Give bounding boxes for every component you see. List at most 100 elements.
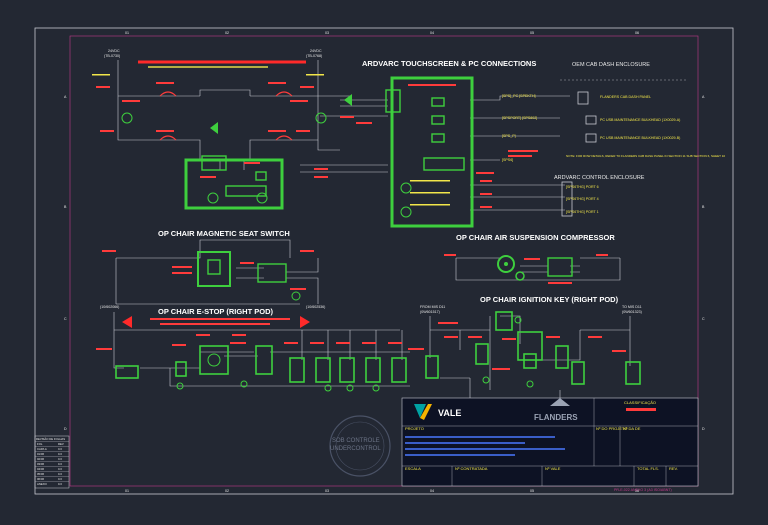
estop-supply-right: (10/602536) xyxy=(306,305,325,309)
sheet-outer-border xyxy=(34,27,734,495)
supply-left-top-ref: (TB-0730) xyxy=(104,54,120,58)
estop-supply-left: (10/602066) xyxy=(100,305,119,309)
touchscreen-components xyxy=(201,89,465,197)
watermark-line2: UNDERCONTROL xyxy=(330,446,381,452)
estop-switch-body xyxy=(199,345,229,375)
revision-sheet-cell: 03/06 xyxy=(37,462,44,466)
grid-column-labels: 01 02 03 04 05 06 01 02 03 04 05 06 xyxy=(125,31,639,493)
grid-col-2-bottom: 02 xyxy=(225,489,229,493)
grid-col-1-top: 01 xyxy=(125,31,129,35)
grid-row-a-left: A xyxy=(64,95,67,99)
grid-row-c-left: C xyxy=(64,317,67,321)
connector-block-2 xyxy=(431,97,445,107)
revision-sheet-cell: 06/06 xyxy=(37,477,44,481)
red-wire-tags-estop xyxy=(96,334,402,350)
estop-components xyxy=(115,345,407,383)
port-label-port5: [SPS6THG] PORT 6 xyxy=(566,185,599,189)
psu-fuse xyxy=(255,171,267,181)
title-oem-cab: OEM CAB DASH ENCLOSURE xyxy=(572,62,650,68)
title-touchscreen: ARDVARC TOUCHSCREEN & PC CONNECTIONS xyxy=(362,59,536,68)
grid-row-labels: A B C D A B C D xyxy=(64,95,705,431)
connector-block-3 xyxy=(431,115,445,125)
revision-rev-cell: 0.0 xyxy=(58,452,62,456)
estop-arrow-right xyxy=(300,316,310,328)
estop-terminal xyxy=(255,345,273,375)
title-ardvarc-control: ARDVARC CONTROL ENCLOSURE xyxy=(554,175,645,181)
grid-col-2-top: 02 xyxy=(225,31,229,35)
wires-touchscreen xyxy=(117,60,570,211)
grid-col-5-bottom: 05 xyxy=(530,489,534,493)
ignition-from-main: FROM MIS D11 xyxy=(420,305,445,309)
grid-col-3-top: 03 xyxy=(325,31,329,35)
compressor-shaft xyxy=(504,262,508,266)
wires-seat-switch xyxy=(115,239,319,305)
vale-logo-icon xyxy=(414,404,426,418)
estop-warning-text xyxy=(150,318,290,325)
red-wire-tags-seat xyxy=(102,250,314,290)
grid-row-b-left: B xyxy=(64,205,67,209)
green-arrows-top xyxy=(210,94,352,134)
compressor-valve xyxy=(515,271,525,281)
ardvarc-pc-enclosure xyxy=(390,76,474,228)
ignition-connector xyxy=(495,311,513,331)
port-label-port1: [SPS6THG] PORT 1 xyxy=(566,210,599,214)
estop-relay-6 xyxy=(365,357,381,383)
ignition-key-switch xyxy=(517,331,543,361)
grid-row-d-right: D xyxy=(702,427,705,431)
watermark-seal xyxy=(329,415,391,477)
compressor-connector xyxy=(547,257,573,277)
estop-relay-1 xyxy=(115,365,139,379)
oem-cab-connector xyxy=(577,91,589,105)
grid-col-4-top: 04 xyxy=(430,31,434,35)
red-wire-tags-air xyxy=(444,254,608,284)
ignition-to-main: TO MIS D11 xyxy=(622,305,642,309)
watermark-seal-inner xyxy=(335,421,385,471)
revision-table-header: REVISÃO DE FOLHAS xyxy=(36,436,65,441)
grid-row-b-right: B xyxy=(702,205,705,209)
revision-rev-cell: 0.0 xyxy=(58,447,62,451)
grid-col-5-top: 05 xyxy=(530,31,534,35)
port-label-1: [SPS]_PC [SPEKTH] xyxy=(502,94,536,98)
grid-col-6-bottom: 06 xyxy=(635,489,639,493)
switch-3 xyxy=(275,91,293,97)
ignition-to-main-ref: (0W601323) xyxy=(622,310,642,314)
grid-row-c-right: C xyxy=(702,317,705,321)
switch-2 xyxy=(159,135,177,141)
classificacao-value-mark xyxy=(626,408,656,411)
title-total-fls: TOTAL FLS. xyxy=(637,466,659,471)
flanders-cab-label: FLANDERS CAB DASH PANEL xyxy=(600,95,651,99)
estop-relay-5 xyxy=(339,357,355,383)
revision-sheet-cell: 04/06 xyxy=(37,467,44,471)
title-ignition: OP CHAIR IGNITION KEY (RIGHT POD) xyxy=(480,295,619,304)
ignition-wire-markers xyxy=(482,316,534,388)
ignition-relay-3 xyxy=(555,345,569,369)
flanders-logo-icon xyxy=(550,398,570,406)
estop-relay-3 xyxy=(289,357,305,383)
title-air-suspension: OP CHAIR AIR SUSPENSION COMPRESSOR xyxy=(456,233,615,242)
green-arrow-1 xyxy=(210,122,218,134)
estop-relay-2 xyxy=(175,361,187,377)
title-seat-switch: OP CHAIR MAGNETIC SEAT SWITCH xyxy=(158,229,290,238)
red-wire-tags-top xyxy=(96,82,538,208)
title-n-vale: Nº VALE xyxy=(545,466,561,471)
revision-table-frame xyxy=(34,435,70,489)
revision-sheet-cell: 01/06 xyxy=(37,452,44,456)
title-n-projeto: Nº DO PROJETO xyxy=(596,426,627,431)
title-estop: OP CHAIR E-STOP (RIGHT POD) xyxy=(158,307,274,316)
title-n-de: Nº DA DE xyxy=(623,426,641,431)
vale-logo-accent-icon xyxy=(420,404,432,420)
supply-right-top-ref: (TB-0768) xyxy=(306,54,322,58)
terminal-block xyxy=(201,155,227,171)
revision-rev-cell: REV xyxy=(58,442,64,446)
seat-switch-sensor xyxy=(197,251,231,287)
sheet-inner-border xyxy=(69,35,699,487)
revision-sheet-cell: 05/06 xyxy=(37,472,44,476)
compressor-motor xyxy=(497,255,515,273)
title-rev: REV. xyxy=(669,466,678,471)
port-label-2: [SPSPORT] [SPS802] xyxy=(502,116,537,120)
usb-bulkhead-1-label: PC USB MAINTENANCE BULKHEAD (1X0029-A) xyxy=(600,118,680,122)
vale-logo-text: VALE xyxy=(438,408,461,418)
green-arrow-2 xyxy=(344,94,352,106)
estop-button xyxy=(207,353,221,367)
watermark-line1: SOB CONTROLE xyxy=(332,438,380,444)
